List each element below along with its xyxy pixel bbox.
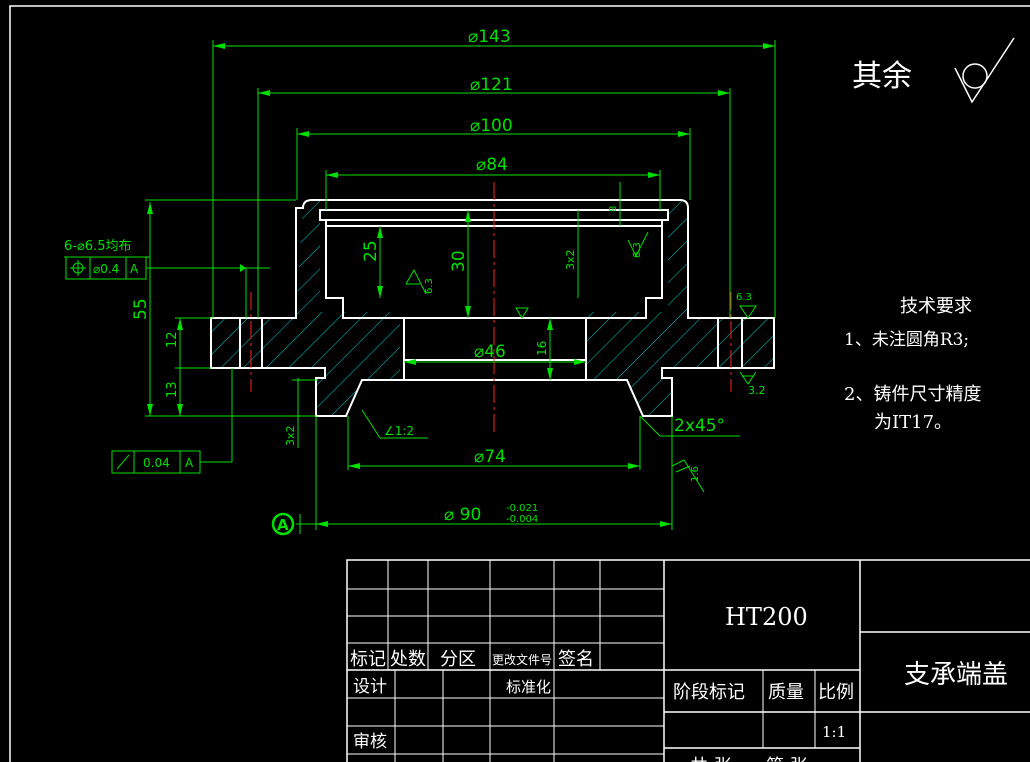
dim-d46: ⌀46 — [474, 342, 506, 362]
tb-change-doc: 更改文件号 — [492, 652, 552, 667]
dim-chamfer-top: 3x2 — [564, 249, 577, 270]
tech-requirements: 技术要求 1、未注圆角R3; 2、铸件尺寸精度 为IT17。 — [844, 296, 981, 433]
dim-h16: 16 — [535, 341, 549, 356]
roughness-32: 3.2 — [748, 384, 766, 397]
datum-label: A — [277, 516, 289, 534]
dim-d90-tol-lower: -0.004 — [506, 514, 538, 525]
surface-note: 其余 — [852, 59, 912, 94]
tb-zone: 分区 — [440, 649, 476, 670]
tb-scale: 比例 — [818, 682, 854, 703]
section-hatching — [211, 200, 774, 416]
dim-chamfer-2x45: 2x45° — [674, 416, 725, 436]
dim-d84: ⌀84 — [476, 155, 508, 175]
roughness-16: 1.6 — [690, 466, 701, 482]
hole-note: 6-⌀6.5均布 — [64, 239, 131, 254]
tb-sign: 签名 — [558, 649, 594, 670]
dim-h12: 12 — [165, 331, 180, 348]
arrowheads — [147, 43, 775, 527]
runout-tolerance-datum: A — [185, 456, 194, 470]
tb-part-name: 支承端盖 — [904, 660, 1008, 690]
roughness-63-b: 6.3 — [632, 242, 643, 258]
dim-d90: ⌀ 90 — [444, 505, 481, 525]
position-tolerance-value: ⌀0.4 — [93, 262, 119, 276]
dim-h8: 8 — [608, 206, 619, 212]
tb-design: 设计 — [353, 677, 387, 697]
part-outline — [210, 199, 775, 417]
tb-count: 处数 — [390, 649, 426, 670]
tech-item2-line2: 为IT17。 — [874, 412, 952, 433]
tb-sheet-total: 共 张 — [690, 756, 732, 762]
tech-item1: 1、未注圆角R3; — [844, 330, 969, 350]
runout-tolerance-frame: 0.04 A — [111, 450, 201, 474]
dim-h30: 30 — [449, 250, 469, 272]
dim-d100: ⌀100 — [470, 116, 513, 136]
dimension-texts: ⌀143 ⌀121 ⌀100 ⌀84 ⌀46 ⌀74 ⌀ 90 -0.021 -… — [131, 27, 725, 525]
tb-standardize: 标准化 — [506, 678, 551, 696]
tech-title: 技术要求 — [900, 296, 972, 317]
dim-h13: 13 — [165, 381, 180, 398]
tb-sheet-no: 第 张 — [766, 756, 808, 762]
roughness-63-c: 6.3 — [736, 292, 752, 303]
tech-item2-line1: 2、铸件尺寸精度 — [844, 384, 981, 405]
dim-d90-tol-upper: -0.021 — [506, 503, 538, 514]
dim-chamfer-left: 3x2 — [284, 425, 297, 446]
tb-material: HT200 — [725, 603, 808, 631]
dim-d74: ⌀74 — [474, 447, 506, 467]
position-tolerance-datum: A — [130, 262, 139, 276]
dimension-lines — [64, 40, 776, 534]
tb-scale-value: 1:1 — [822, 723, 846, 741]
tb-stage-mark: 阶段标记 — [673, 682, 745, 703]
tb-mark: 标记 — [350, 649, 386, 670]
dim-d143: ⌀143 — [468, 27, 511, 47]
dim-taper: ∠1:2 — [384, 424, 414, 438]
dim-h25: 25 — [361, 240, 381, 262]
runout-tolerance-value: 0.04 — [143, 456, 170, 470]
dim-h55: 55 — [131, 298, 151, 320]
center-lines — [250, 182, 732, 436]
dim-d121: ⌀121 — [470, 75, 513, 95]
roughness-symbols: 6.3 6.3 6.3 3.2 1.6 — [405, 231, 766, 493]
tb-mass: 质量 — [768, 682, 804, 703]
title-block: 标记 处数 分区 更改文件号 签名 设计 标准化 审核 HT200 支承端盖 阶… — [346, 559, 1030, 762]
datum-symbol: A — [271, 512, 295, 536]
tb-review: 审核 — [353, 732, 387, 752]
roughness-63-a: 6.3 — [424, 278, 435, 294]
surface-finish-symbol-icon — [954, 37, 1015, 104]
drawing-border — [9, 5, 1030, 762]
position-tolerance-frame: ⌀0.4 A — [65, 256, 147, 280]
